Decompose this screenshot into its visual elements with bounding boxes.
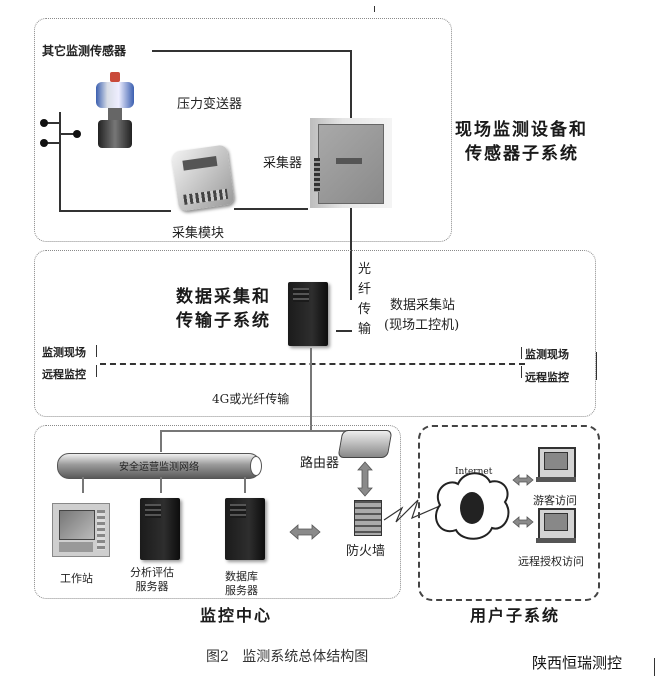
field-title-line1: 现场监测设备和 [455,120,588,140]
station-line1: 数据采集站 [390,298,456,313]
lightning-link [383,499,443,523]
firewall-label: 防火墙 [346,544,386,559]
collector-cabinet-icon [310,118,392,208]
analysis-line2: 服务器 [135,580,169,593]
right-site-label: 监测现场 [525,348,569,361]
module-collector-wire [234,208,308,210]
visitor-access-label: 游客访问 [533,494,577,507]
figure-caption: 图2 监测系统总体结构图 [206,649,369,665]
fiber-link-wire [336,330,352,332]
sensor-tap-2 [45,142,60,144]
right-remote-label: 远程监控 [525,371,569,384]
pipe-drop-2 [160,477,162,493]
fiber-char: 传 [358,302,372,317]
right-bracket [521,347,522,359]
firewall-icon [354,500,382,536]
station-to-center-wire [310,348,312,430]
router-firewall-arrow [357,461,373,497]
internet-visitor-arrow [512,474,534,486]
db-firewall-arrow [289,524,321,540]
analysis-server-label: 分析评估 服务器 [130,566,174,594]
center-top-wire-drop [160,430,162,452]
globe-icon [460,492,484,524]
security-network-pipe: 安全运营监测网络 [57,453,262,479]
db-line1: 数据库 [225,570,258,583]
router-icon [337,430,393,458]
remote-access-label: 远程授权访问 [518,555,584,568]
cursor-mark-top [374,6,375,12]
fiber-char: 输 [358,322,372,337]
fiber-transmission-label: 光 纤 传 输 [358,260,372,340]
internet-label: Internet [455,467,493,477]
workstation-label: 工作站 [60,572,93,585]
left-bracket [96,365,97,377]
pressure-transmitter-label: 压力变送器 [177,97,243,112]
other-sensors-wire-down [350,50,352,118]
remote-computer-icon [538,508,576,540]
sensor-tap-3 [60,133,76,135]
monitor-center-title: 监控中心 [200,606,273,625]
field-subsystem-title: 现场监测设备和 传感器子系统 [455,118,588,166]
collector-label: 采集器 [263,156,303,171]
other-sensors-label: 其它监测传感器 [42,44,127,58]
left-site-label: 监测现场 [42,346,86,359]
sensor-bus [59,112,61,212]
other-sensors-wire [152,50,352,52]
db-line2: 服务器 [225,584,258,597]
remote-keyboard [536,538,576,543]
left-bracket [96,345,97,357]
router-label: 路由器 [300,456,340,471]
user-subsystem-title: 用户子系统 [470,606,561,625]
cursor-mark [654,658,655,676]
module-wire-left [59,210,171,212]
user-subsystem-box [418,425,600,601]
transmission-subsystem-title: 数据采集和 传输子系统 [176,285,271,333]
station-line2: (现场工控机) [384,318,460,333]
pressure-transmitter-icon [92,72,138,150]
left-remote-label: 远程监控 [42,368,86,381]
internet-remote-arrow [512,516,534,528]
pipe-drop-3 [244,477,246,493]
database-server-icon [225,498,265,560]
collector-to-station-wire [350,208,352,300]
database-server-label: 数据库 服务器 [225,570,258,598]
visitor-computer-icon [538,447,576,479]
fiber-char: 纤 [358,282,372,297]
right-bracket [521,366,522,378]
transmission-title-line1: 数据采集和 [176,287,271,307]
acquisition-module-label: 采集模块 [172,226,225,241]
field-subsystem-box [34,18,452,242]
center-top-wire [160,430,360,432]
pipe-drop-1 [82,477,84,493]
analysis-line1: 分析评估 [130,566,174,579]
sensor-node-icon [73,130,81,138]
fiber-char: 光 [358,262,372,277]
workstation-icon [52,503,110,557]
sensor-node-icon [40,119,48,127]
field-title-line2: 传感器子系统 [465,144,579,164]
transmission-title-line2: 传输子系统 [176,311,271,331]
data-station-label: 数据采集站 (现场工控机) [384,296,459,336]
right-bracket-end [596,352,597,380]
site-remote-boundary [100,363,525,365]
sensor-node-icon [40,139,48,147]
4g-fiber-label: 4G或光纤传输 [212,392,290,406]
watermark: 陕西恒瑞测控 [532,654,623,672]
network-pipe-label: 安全运营监测网络 [119,462,199,473]
sensor-tap-1 [45,122,60,124]
data-station-server-icon [288,282,328,346]
visitor-keyboard [536,477,576,482]
transmission-subsystem-box [34,250,596,417]
analysis-server-icon [140,498,180,560]
